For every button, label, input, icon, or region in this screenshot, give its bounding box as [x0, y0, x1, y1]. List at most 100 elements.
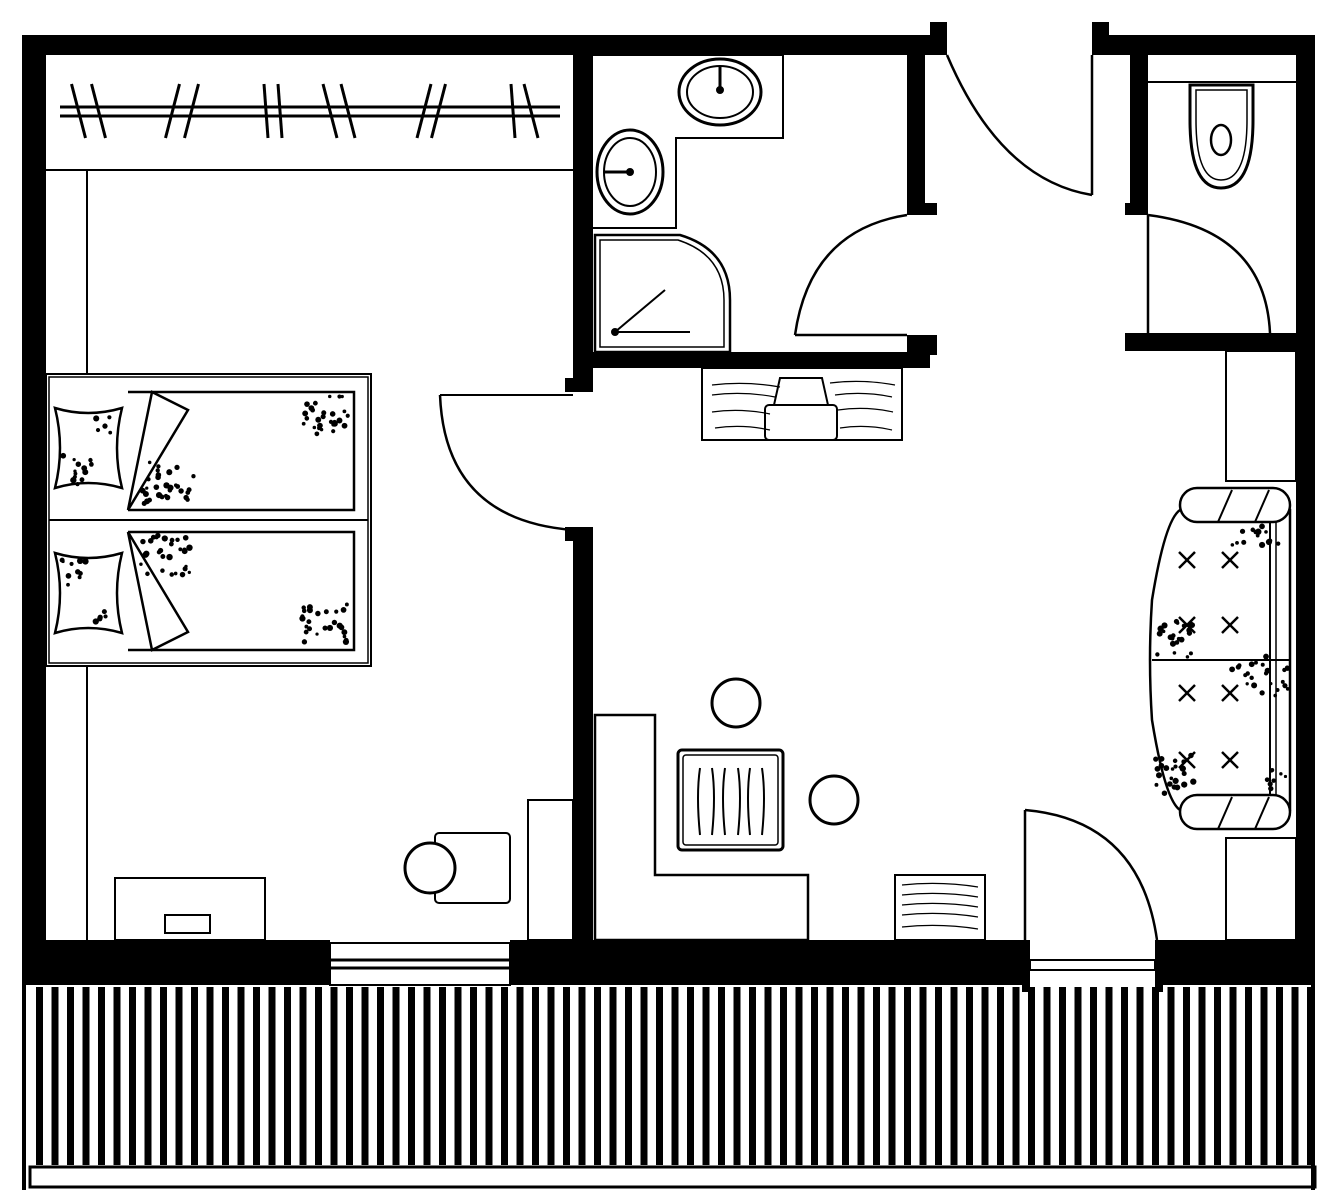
railing-slat [1183, 987, 1190, 1165]
bed-stipple [167, 484, 174, 491]
railing-slat [516, 987, 524, 1165]
railing-slat [578, 987, 586, 1165]
railing-slat [733, 987, 741, 1165]
railing-slat [129, 987, 136, 1165]
bed-stipple [154, 535, 159, 540]
desk [114, 877, 266, 941]
sofa-stipple [1268, 785, 1274, 792]
railing-slat [842, 987, 849, 1165]
bed-stipple [103, 614, 108, 619]
stool [808, 774, 860, 826]
sofa-stipple [1263, 653, 1269, 660]
bed-stipple [70, 477, 77, 484]
sofa-stipple [1190, 778, 1197, 785]
bed-stipple [340, 607, 347, 613]
railing-slat [1136, 987, 1144, 1165]
bed-stipple [157, 547, 164, 554]
railing-slat [377, 987, 384, 1165]
sofa-button [1178, 684, 1196, 702]
railing-slat [51, 987, 59, 1165]
railing-slat [392, 987, 400, 1165]
sofa-stipple [1235, 541, 1239, 545]
wall-bottom-door-jamb-right [1155, 940, 1163, 992]
sofa-stipple [1230, 543, 1235, 547]
bed-stipple [182, 566, 188, 572]
sofa-stipple [1249, 675, 1254, 681]
wardrobe-hanger [183, 83, 200, 139]
bed-stipple [166, 469, 173, 476]
railing-slat [547, 987, 555, 1165]
bed-stipple [312, 425, 317, 430]
wall-top-left [22, 35, 947, 55]
wc-door [1146, 213, 1272, 334]
railing-slat [950, 987, 958, 1165]
pillow [53, 551, 124, 635]
sofa-stipple [1156, 630, 1163, 637]
wall-entry-jamb-right [1092, 22, 1109, 55]
wardrobe-hanger [339, 83, 357, 139]
wall-partition-jamb-top [565, 378, 593, 392]
railing-slat [144, 987, 152, 1165]
railing-slat [113, 987, 121, 1165]
bed-stipple [307, 607, 313, 614]
bed-stipple [173, 571, 178, 576]
bed-stipple [314, 431, 320, 437]
bed-stipple [155, 468, 160, 473]
washbasin [677, 57, 763, 127]
wood-grain [901, 924, 979, 930]
railing-slat [1043, 987, 1051, 1165]
sofa-stipple [1248, 661, 1255, 668]
bed-stipple [163, 537, 167, 542]
railing-slat [594, 987, 601, 1165]
wall-top-right [1092, 35, 1315, 55]
wardrobe-hanger [164, 83, 181, 139]
bedroom-door [438, 394, 574, 532]
bed-stipple [331, 619, 338, 626]
railing-slat [780, 987, 787, 1165]
bed-stipple [89, 462, 94, 467]
bed-stipple [187, 570, 191, 575]
sofa-stipple [1250, 527, 1256, 533]
toilet [1188, 83, 1255, 190]
bathroom-counter [593, 54, 784, 229]
bed-stipple [108, 430, 113, 435]
sofa-stipple [1264, 777, 1270, 783]
railing-slat [981, 987, 989, 1165]
bed-stipple [141, 500, 147, 506]
table-grain-line [697, 767, 701, 836]
railing-slat [454, 987, 462, 1165]
bed-stipple [320, 414, 326, 420]
wood-grain [839, 425, 893, 431]
railing-slat [1276, 987, 1283, 1165]
railing-slat [1198, 987, 1206, 1165]
bed-stipple [145, 571, 150, 577]
railing-slat [237, 987, 245, 1165]
side-table [894, 874, 986, 941]
wardrobe-hanger [262, 83, 270, 139]
railing-slat [671, 987, 679, 1165]
railing-slat [826, 987, 834, 1165]
sofa-stipple [1153, 756, 1159, 762]
sofa-stipple [1188, 752, 1194, 759]
sofa-button [1221, 616, 1239, 634]
bed-stipple [65, 573, 72, 579]
bedroom [45, 83, 574, 986]
railing-slat [175, 987, 183, 1165]
wardrobe-hanger [509, 83, 517, 139]
sofa-stipple [1173, 618, 1180, 625]
sofa-stipple [1170, 767, 1175, 771]
bed-stipple [147, 497, 152, 503]
railing-slat [67, 987, 74, 1165]
bed-stipple [101, 609, 107, 615]
sofa-stipple [1258, 541, 1266, 549]
railing-slat [749, 987, 756, 1165]
bed-stipple [166, 553, 173, 561]
bed-stipple [341, 629, 348, 636]
living-room [593, 350, 1297, 971]
sofa-stipple [1269, 681, 1273, 686]
bed-stipple [303, 629, 309, 635]
railing-slat [36, 987, 43, 1165]
sofa-stipple [1154, 765, 1161, 772]
sofa [1148, 486, 1292, 831]
bed-stipple [163, 493, 168, 498]
